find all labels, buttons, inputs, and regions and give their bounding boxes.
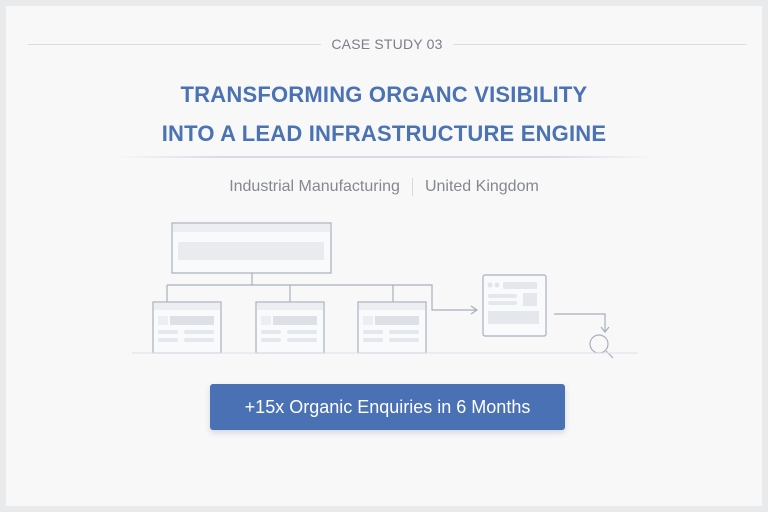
result-highlight-button[interactable]: +15x Organic Enquiries in 6 Months	[210, 384, 565, 430]
eyebrow-row: CASE STUDY 03	[28, 34, 746, 54]
title-divider	[116, 156, 656, 158]
top-page-node	[171, 222, 332, 274]
meta-separator	[411, 178, 413, 196]
case-study-card: CASE STUDY 03 TRANSFORMING ORGANC VISIBI…	[6, 6, 762, 506]
divider-left	[28, 43, 322, 45]
search-icon	[589, 334, 614, 359]
location-label: United Kingdom	[424, 178, 539, 195]
child-page-2	[255, 301, 325, 354]
case-study-label: CASE STUDY 03	[331, 36, 443, 52]
page-title-line-2: INTO A LEAD INFRASTRUCTURE ENGINE	[161, 121, 607, 146]
site-structure-diagram	[132, 222, 638, 359]
lead-page-node	[482, 274, 547, 337]
meta-row: Industrial Manufacturing United Kingdom	[6, 178, 762, 196]
child-page-3	[357, 301, 427, 354]
divider-right	[452, 43, 746, 45]
child-page-1	[152, 301, 222, 354]
page-title-line-1: TRANSFORMING ORGANC VISIBILITY	[180, 82, 588, 107]
industry-label: Industrial Manufacturing	[229, 178, 400, 195]
